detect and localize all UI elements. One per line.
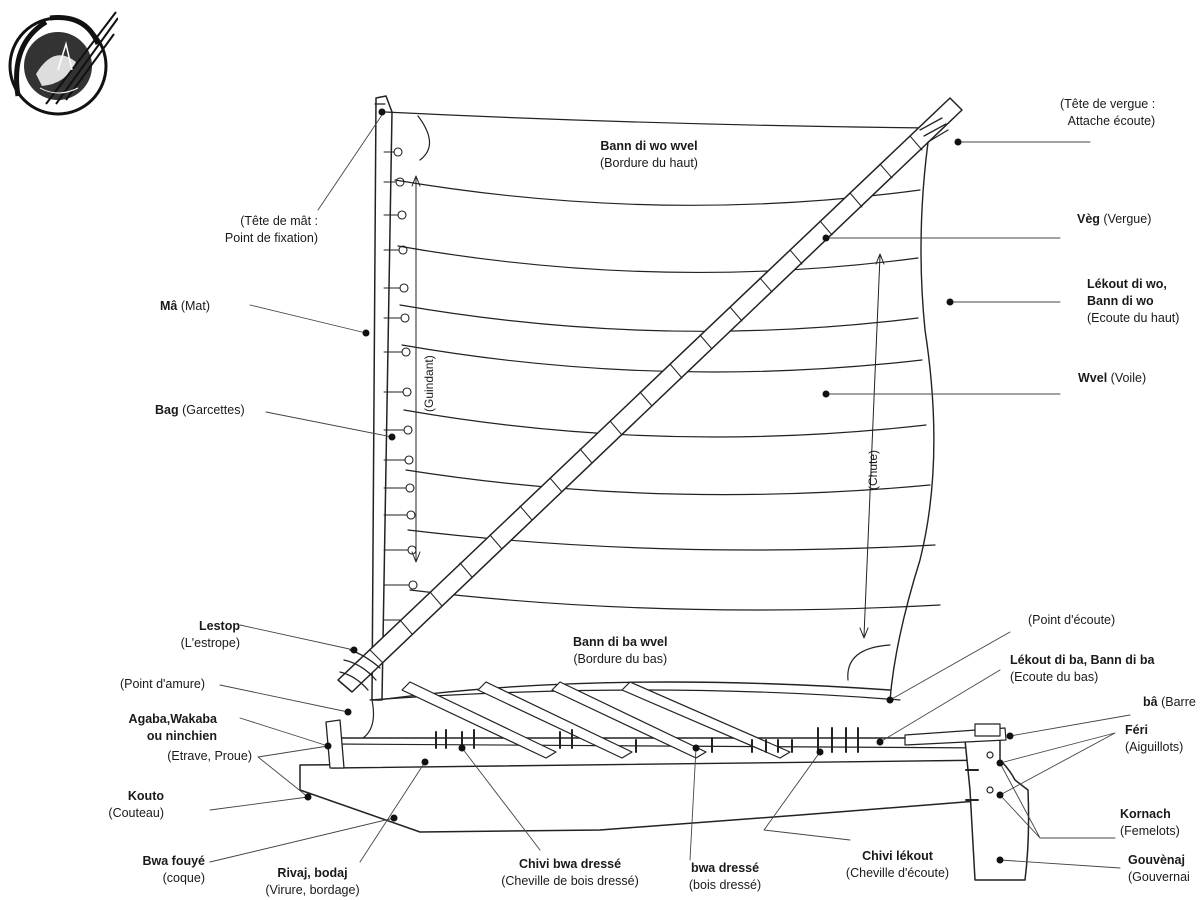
hull — [299, 681, 1030, 881]
label-bann-wo-wvel-bold: Bann di wo wvel — [600, 139, 698, 153]
label-lekout-ba-sub: (Ecoute du bas) — [1010, 670, 1099, 684]
label-gouvenaj: Gouvènaj (Gouvernai — [1128, 852, 1190, 886]
label-bann-ba-wvel: Bann di ba wvel (Bordure du bas) — [573, 634, 667, 668]
label-tete-mat: (Tête de mât : Point de fixation) — [215, 213, 318, 247]
label-feri-sub: (Aiguillots) — [1125, 740, 1184, 754]
label-tete-mat-line2: Point de fixation) — [224, 231, 318, 245]
label-chivi-lekout: Chivi lékout (Cheville d'écoute) — [830, 848, 965, 882]
label-ba: bâ (Barre — [1143, 694, 1196, 711]
label-ma-sub: (Mat) — [180, 299, 211, 313]
label-bwa-dresse-bold: bwa dressé — [690, 861, 760, 875]
label-kornach-bold: Kornach — [1120, 807, 1171, 821]
label-chivi-bwa-sub: (Cheville de bois dressé) — [501, 874, 639, 888]
label-ma-bold: Mâ — [160, 299, 178, 313]
label-feri: Féri (Aiguillots) — [1125, 722, 1183, 756]
sail-leech — [889, 127, 935, 701]
label-ma: Mâ (Mat) — [160, 298, 210, 315]
label-bwa-fouye-sub: (coque) — [162, 871, 205, 885]
label-gouvenaj-bold: Gouvènaj — [1128, 853, 1185, 867]
label-lestop-bold: Lestop — [199, 619, 240, 633]
leader-lines — [209, 111, 1131, 869]
label-bwa-dresse-sub: (bois dressé) — [688, 878, 762, 892]
label-point-ecoute: (Point d'écoute) — [1028, 613, 1116, 627]
label-tete-vergue-line1: (Tête de vergue : — [1060, 97, 1156, 111]
label-wvel: Wvel (Voile) — [1078, 370, 1146, 387]
label-tete-vergue: (Tête de vergue : Attache écoute) — [1060, 96, 1155, 130]
leech-arrow — [859, 253, 885, 639]
label-chivi-lekout-bold: Chivi lékout — [862, 849, 933, 863]
label-bag-sub: (Garcettes) — [182, 403, 245, 417]
label-bag-bold: Bag — [155, 403, 179, 417]
label-rivaj-sub: (Virure, bordage) — [265, 883, 360, 897]
label-kouto: Kouto (Couteau) — [100, 788, 164, 822]
sail — [377, 111, 941, 701]
label-ba-bold: bâ — [1143, 695, 1158, 709]
label-ba-sub: (Barre — [1161, 695, 1196, 709]
label-lekout-wo: Lékout di wo, Bann di wo (Ecoute du haut… — [1087, 276, 1179, 327]
label-feri-bold: Féri — [1125, 723, 1148, 737]
label-bann-ba-wvel-sub: (Bordure du bas) — [573, 652, 668, 666]
label-dots — [304, 108, 1014, 864]
label-chivi-lekout-sub: (Cheville d'écoute) — [845, 866, 950, 880]
label-bwa-fouye-bold: Bwa fouyé — [142, 854, 205, 868]
label-bann-wo-wvel: Bann di wo wvel (Bordure du haut) — [600, 138, 698, 172]
label-gouvenaj-sub: (Gouvernai — [1128, 870, 1190, 884]
label-lekout-ba: Lékout di ba, Bann di ba (Ecoute du bas) — [1010, 652, 1154, 686]
label-agaba: Agaba,Wakaba ou ninchien — [80, 711, 217, 745]
label-agaba-bold1: Agaba,Wakaba — [128, 712, 217, 726]
label-bwa-fouye: Bwa fouyé (coque) — [120, 853, 205, 887]
label-guindant: (Guindant) — [422, 355, 436, 412]
label-lekout-wo-bold2: Bann di wo — [1087, 294, 1154, 308]
label-rivaj: Rivaj, bodaj (Virure, bordage) — [255, 865, 370, 899]
label-kouto-bold: Kouto — [127, 789, 164, 803]
label-point-amure: (Point d'amure) — [119, 677, 205, 691]
yard — [337, 97, 963, 693]
label-bwa-dresse: bwa dressé (bois dressé) — [670, 860, 780, 894]
sail-foot — [377, 681, 891, 701]
label-lekout-wo-sub: (Ecoute du haut) — [1087, 311, 1180, 325]
label-lekout-wo-bold1: Lékout di wo, — [1087, 277, 1167, 291]
label-bann-ba-wvel-bold: Bann di ba wvel — [573, 635, 668, 649]
luff-arrow — [411, 175, 421, 563]
label-lestop: Lestop (L'estrope) — [130, 618, 240, 652]
label-wvel-bold: Wvel — [1078, 371, 1108, 385]
label-veg: Vèg (Vergue) — [1077, 211, 1151, 228]
label-lekout-ba-bold: Lékout di ba, Bann di ba — [1010, 653, 1155, 667]
label-chivi-bwa: Chivi bwa dressé (Cheville de bois dress… — [490, 856, 650, 890]
label-lestop-sub: (L'estrope) — [180, 636, 240, 650]
label-bag: Bag (Garcettes) — [155, 402, 245, 419]
label-kouto-sub: (Couteau) — [108, 806, 164, 820]
label-wvel-sub: (Voile) — [1110, 371, 1147, 385]
label-bann-wo-wvel-sub: (Bordure du haut) — [600, 156, 698, 170]
label-tete-mat-line1: (Tête de mât : — [240, 214, 318, 228]
label-chute: (Chute) — [866, 449, 880, 490]
label-kornach: Kornach (Femelots) — [1120, 806, 1180, 840]
label-kornach-sub: (Femelots) — [1120, 824, 1180, 838]
label-chivi-bwa-bold: Chivi bwa dressé — [518, 857, 622, 871]
label-agaba-bold2: ou ninchien — [146, 729, 217, 743]
label-veg-bold: Vèg — [1077, 212, 1100, 226]
label-veg-sub: (Vergue) — [1103, 212, 1152, 226]
label-rivaj-bold: Rivaj, bodaj — [277, 866, 348, 880]
label-tete-vergue-line2: Attache écoute) — [1067, 114, 1156, 128]
gommier-tradition-logo — [8, 11, 118, 116]
label-etrave: (Etrave, Proue) — [167, 749, 252, 763]
